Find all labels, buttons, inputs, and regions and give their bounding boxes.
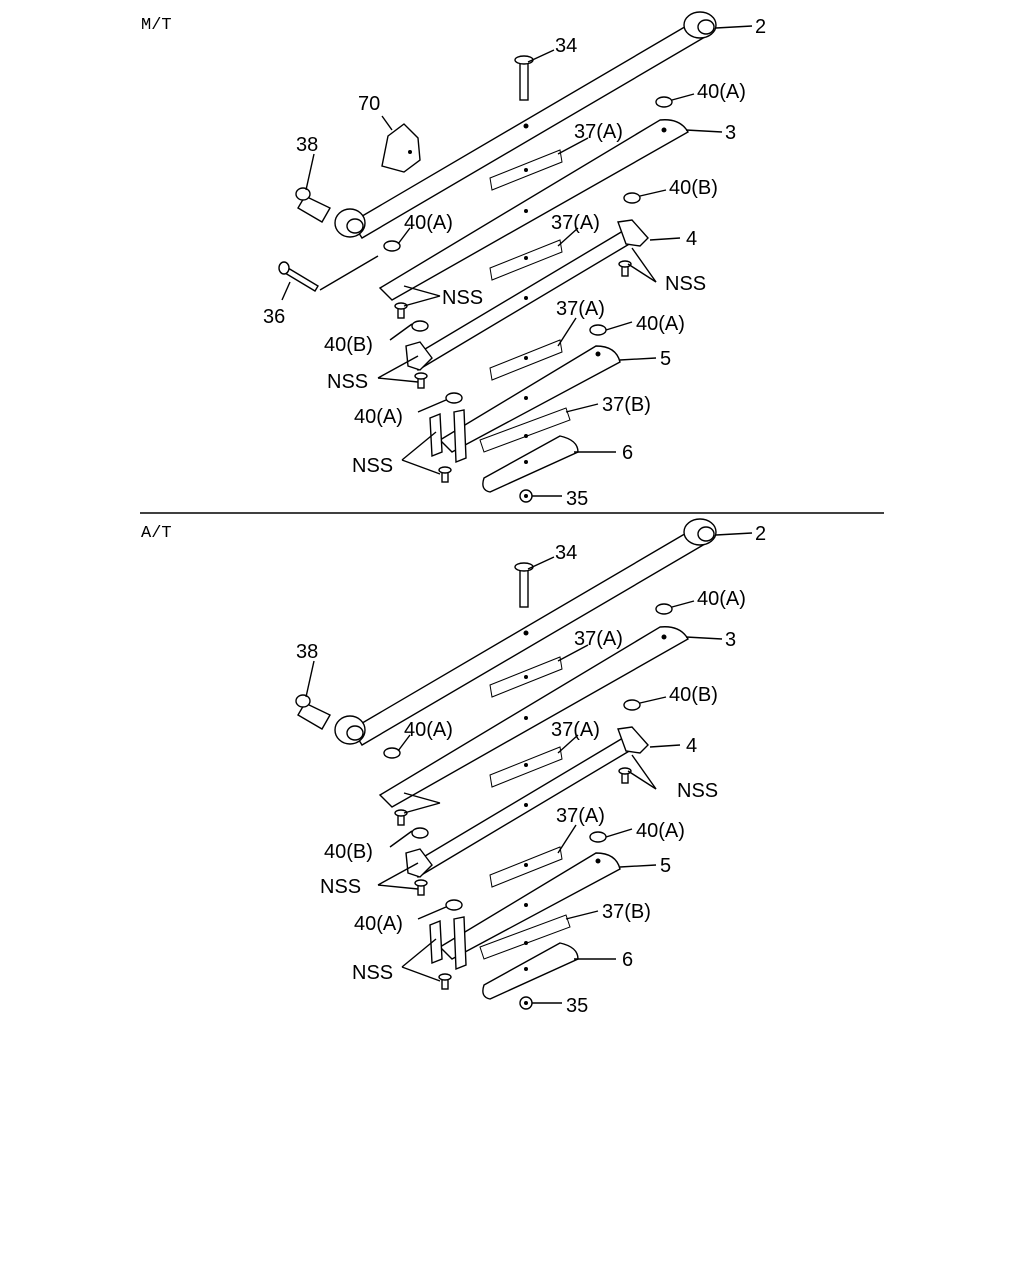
callout-3: 3 <box>725 629 736 651</box>
callout-2: 2 <box>755 16 766 38</box>
callout-5: 5 <box>660 348 671 370</box>
callout-40b-2: 40(B) <box>324 334 373 356</box>
callout-35: 35 <box>566 995 588 1017</box>
section-title-at: A/T <box>141 524 172 543</box>
callout-nss-4: NSS <box>352 455 393 477</box>
section-title-mt: M/T <box>141 16 172 35</box>
callout-6: 6 <box>622 949 633 971</box>
callout-37a-2: 37(A) <box>551 719 600 741</box>
callout-4: 4 <box>686 228 697 250</box>
callout-3: 3 <box>725 122 736 144</box>
callout-40a-mid: 40(A) <box>404 719 453 741</box>
callout-34: 34 <box>555 542 577 564</box>
callout-38: 38 <box>296 134 318 156</box>
callout-nss-1: NSS <box>665 273 706 295</box>
callout-nss-3: NSS <box>320 876 361 898</box>
callout-40a-4: 40(A) <box>354 913 403 935</box>
callout-40a-3: 40(A) <box>636 313 685 335</box>
section-at: A/T 2 34 40(A) 37(A) 3 38 40(B) 40(A) 37… <box>141 518 766 1017</box>
callout-4: 4 <box>686 735 697 757</box>
callout-40a-3: 40(A) <box>636 820 685 842</box>
callout-37a-3: 37(A) <box>556 805 605 827</box>
callout-37a-2: 37(A) <box>551 212 600 234</box>
callout-37b: 37(B) <box>602 394 651 416</box>
callout-nss-4: NSS <box>352 962 393 984</box>
callout-40a-4: 40(A) <box>354 406 403 428</box>
callout-34: 34 <box>555 35 577 57</box>
at-spring-assembly <box>295 518 717 1010</box>
callout-5: 5 <box>660 855 671 877</box>
callout-40a-top: 40(A) <box>697 588 746 610</box>
callout-nss-1: NSS <box>677 780 718 802</box>
callout-37a-1: 37(A) <box>574 121 623 143</box>
callout-2: 2 <box>755 523 766 545</box>
section-mt: M/T 2 34 70 40(A) 37(A) 3 38 40(B) 40(A)… <box>141 11 766 510</box>
callout-37a-3: 37(A) <box>556 298 605 320</box>
callout-37a-1: 37(A) <box>574 628 623 650</box>
callout-35: 35 <box>566 488 588 510</box>
callout-36: 36 <box>263 306 285 328</box>
callout-nss-3: NSS <box>327 371 368 393</box>
mt-spring-assembly <box>295 11 717 503</box>
callout-40b-1: 40(B) <box>669 684 718 706</box>
callout-40b-2: 40(B) <box>324 841 373 863</box>
callout-70: 70 <box>358 93 380 115</box>
callout-40a-top: 40(A) <box>697 81 746 103</box>
callout-38: 38 <box>296 641 318 663</box>
callout-37b: 37(B) <box>602 901 651 923</box>
callout-6: 6 <box>622 442 633 464</box>
callout-40b-1: 40(B) <box>669 177 718 199</box>
callout-nss-2: NSS <box>442 287 483 309</box>
callout-40a-mid: 40(A) <box>404 212 453 234</box>
